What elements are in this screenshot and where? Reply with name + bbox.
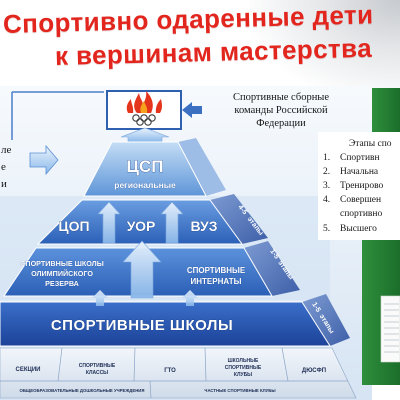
base-label-private-clubs: ЧАСТНЫЕ СПОРТИВНЫЕ КЛУБЫ <box>204 388 275 393</box>
tier5-stages-range: 1-5 <box>310 301 321 313</box>
tier3-item-1: ЦОП <box>58 218 89 234</box>
base-label-clubs-1: ШКОЛЬНЫЕ <box>228 358 259 364</box>
stage-text-1: Спортивн <box>340 153 380 163</box>
green-panel-top <box>372 88 400 132</box>
tier-regional-side <box>178 138 226 196</box>
stage-text-2: Начальна <box>340 167 379 177</box>
diagram-frame <box>11 91 104 140</box>
tier4-right-line-2: ИНТЕРНАТЫ <box>191 277 242 286</box>
tier5-title: СПОРТИВНЫЕ ШКОЛЫ <box>51 317 233 334</box>
base-label-clubs-2: СПОРТИВНЫЕ <box>225 365 262 371</box>
tier-regional-title: ЦСП <box>127 157 164 176</box>
base-label-classes-1: СПОРТИВНЫЕ <box>79 363 116 369</box>
tier-regional-subtitle: региональные <box>114 180 176 190</box>
stage-num-1: 1. <box>323 153 330 163</box>
stage-num-3: 3. <box>323 181 330 191</box>
tier4-stages-range: 1-5 <box>268 248 280 260</box>
stage-num-5: 5. <box>323 224 330 234</box>
tier5-side <box>302 294 350 346</box>
base-platform <box>0 347 357 399</box>
tier4-left-line-2: ОЛИМПИЙСКОГО <box>31 269 93 278</box>
arrow-right-icon <box>29 144 59 176</box>
base-label-classes-2: КЛАССЫ <box>86 370 108 376</box>
arrow-up-icon <box>160 201 184 244</box>
tier4-left-line-3: РЕЗЕРВА <box>45 279 79 288</box>
arrow-up-icon <box>92 290 108 306</box>
base-label-preschool: ОБЩЕОБРАЗОВАТЕЛЬНЫЕ ДОШКОЛЬНЫЕ УЧРЕЖДЕНИ… <box>20 388 145 393</box>
base-label-sections: СЕКЦИИ <box>15 367 40 373</box>
corner-shade <box>250 0 400 100</box>
base-label-dyusfp: ДЮСФП <box>302 368 326 374</box>
arrow-up-icon <box>122 240 162 299</box>
stage-text-5: Высшего <box>340 224 377 234</box>
left-fragment-1: ле <box>1 144 11 156</box>
tier3-shape <box>36 199 243 245</box>
stages-panel <box>318 132 400 240</box>
left-fragment-2: е <box>1 161 6 173</box>
tier3-item-2: УОР <box>127 218 156 234</box>
national-teams-caption-1: Спортивные сборные <box>233 92 329 103</box>
tier-regional-shape <box>83 141 207 197</box>
tier5-shape <box>0 301 331 347</box>
stage-num-4: 4. <box>323 195 330 205</box>
arrow-up-icon <box>120 127 170 143</box>
arrow-up-icon <box>182 290 198 306</box>
base-label-clubs-3: КЛУБЫ <box>234 372 252 378</box>
stages-heading: Этапы спо <box>349 139 392 149</box>
national-teams-caption-2: команды Российской <box>234 105 328 116</box>
arrow-left-icon <box>182 102 202 118</box>
tier3-stages-range: 4-5 <box>236 204 248 216</box>
tier3-side <box>210 194 268 244</box>
tier4-left-line-1: СПОРТИВНЫЕ ШКОЛЫ <box>20 259 104 268</box>
national-teams-caption-3: Федерации <box>256 118 306 129</box>
stage-num-2: 2. <box>323 167 330 177</box>
stage-text-4: Совершен <box>340 195 381 205</box>
stage-text-3: Тренирово <box>340 181 383 191</box>
tier4-right-line-1: СПОРТИВНЫЕ <box>187 266 246 275</box>
arrow-up-icon <box>97 201 121 244</box>
left-fragment-3: и <box>1 178 7 190</box>
tier4-side <box>244 241 300 296</box>
base-label-gto: ГТО <box>164 368 176 374</box>
base-grid <box>0 347 348 399</box>
stage-text-4-cont: спортивно <box>340 209 382 219</box>
document-thumbnail <box>380 295 400 363</box>
olympic-flame-icon <box>126 91 162 126</box>
tier3-item-3: ВУЗ <box>190 218 217 234</box>
